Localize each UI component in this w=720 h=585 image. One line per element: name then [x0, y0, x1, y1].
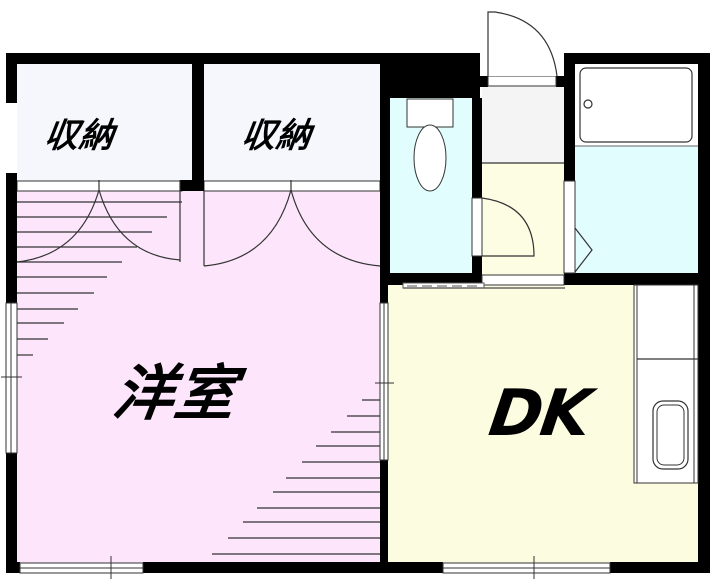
closet-hatch-top-left: [17, 201, 182, 356]
window-bottom-left: [19, 556, 144, 579]
storage-2-label: 収納: [238, 116, 315, 156]
entrance-floor: [482, 86, 564, 163]
front-door: [487, 11, 558, 87]
dk-label: DK: [484, 377, 594, 451]
storage-1-floor: [17, 64, 192, 182]
storage-1-door: [16, 180, 181, 263]
window-divider: [375, 302, 394, 461]
bathtub: [575, 64, 698, 147]
window-bottom-right: [442, 556, 611, 579]
toilet-fixture: [406, 98, 454, 192]
storage-2-floor: [204, 64, 380, 182]
storage-2-door: [203, 180, 381, 267]
window-left: [1, 302, 22, 454]
storage-1-label: 収納: [41, 116, 118, 156]
kitchen-counter: [633, 284, 699, 484]
western-room-label: 洋室: [109, 359, 242, 429]
hatch-bottom-right: [212, 399, 380, 555]
western-room-floor: [17, 190, 380, 565]
sliding-door-toilet-dk: [402, 282, 565, 289]
bath-door: [563, 180, 593, 274]
toilet-door: [471, 197, 535, 257]
